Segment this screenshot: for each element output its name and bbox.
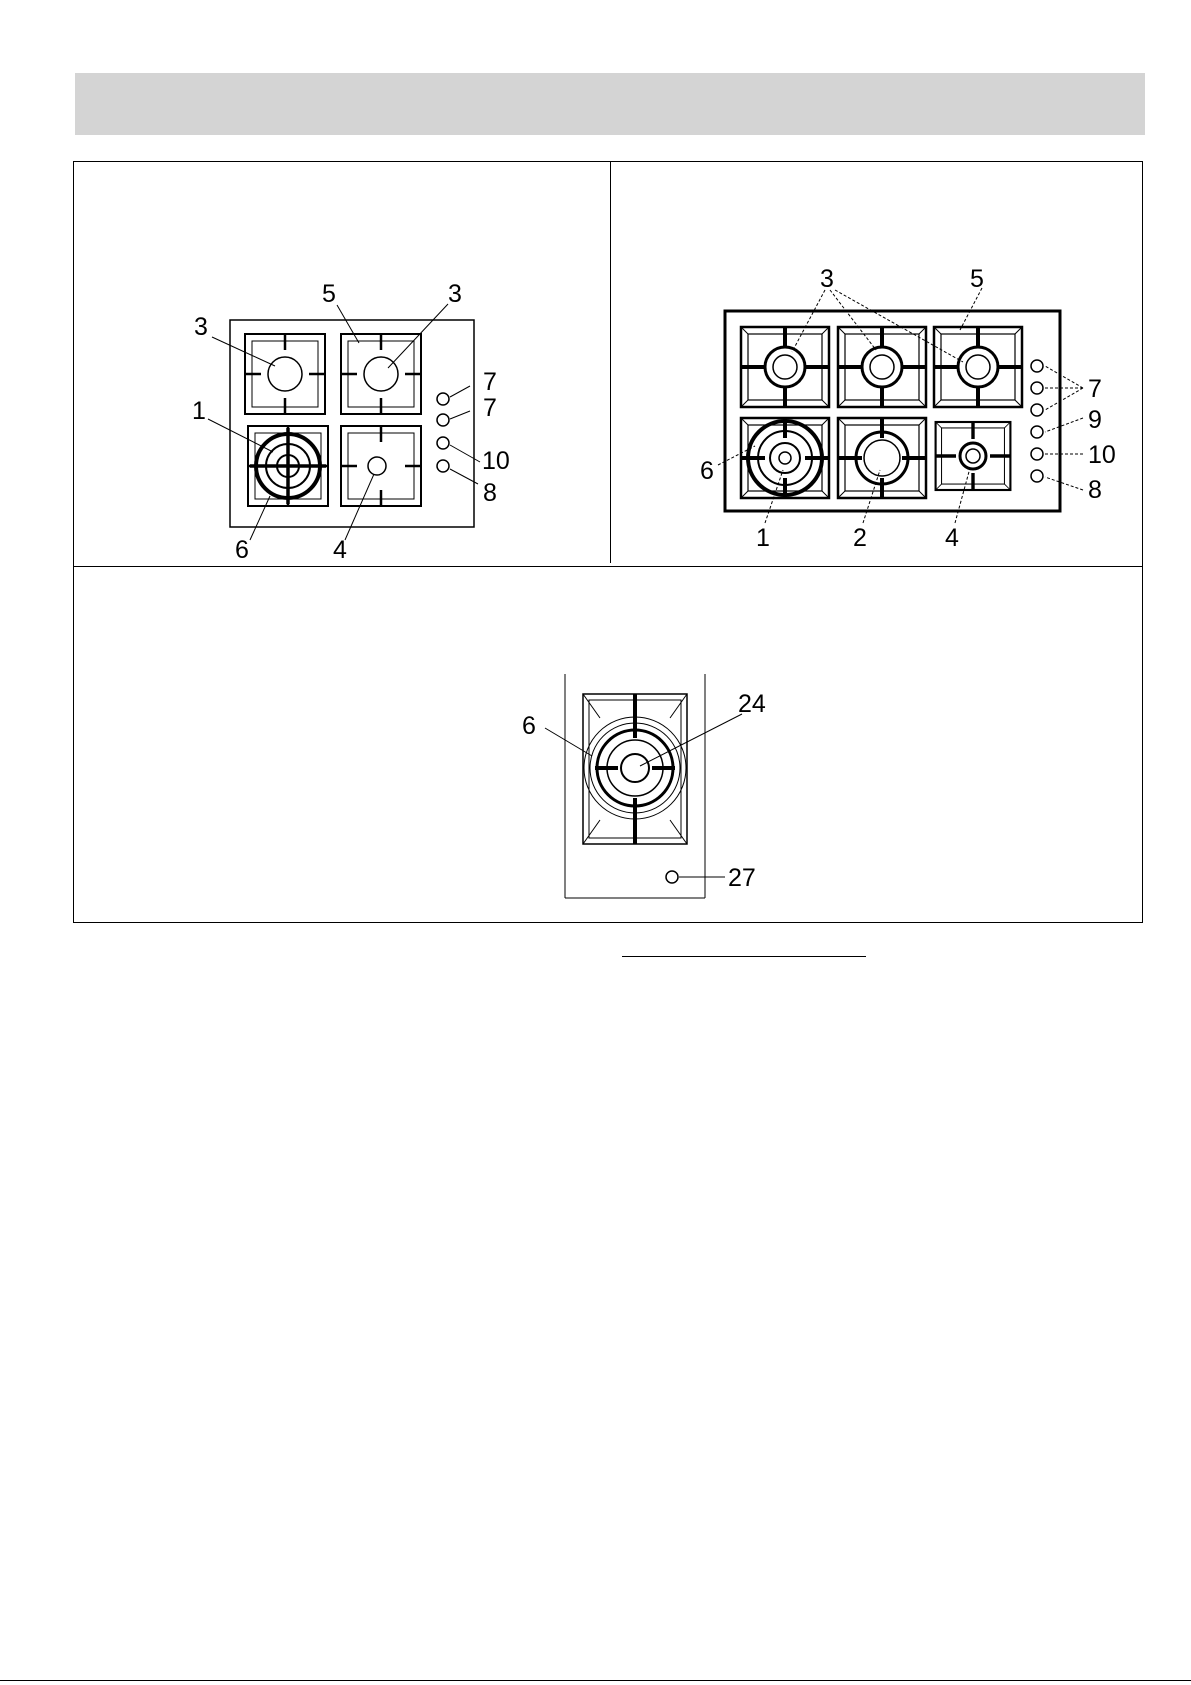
callout-8: 8 [483, 479, 497, 507]
callout-c-6: 6 [522, 712, 536, 740]
panel-c-hob [565, 674, 705, 898]
callout-1: 1 [192, 397, 206, 425]
callout-c-27: 27 [728, 864, 756, 892]
panel-b-labels: 3 5 7 9 10 8 6 1 2 4 [700, 265, 1116, 552]
callout-b-5: 5 [970, 265, 984, 293]
callout-b-1: 1 [756, 524, 770, 552]
panel-c-leaders [545, 714, 742, 877]
callout-3-left: 3 [194, 313, 208, 341]
callout-b-7: 7 [1088, 375, 1102, 403]
callout-7a: 7 [483, 368, 497, 396]
panel-b-leaders [718, 288, 1083, 523]
panel-a-labels: 3 5 3 1 7 7 10 8 6 4 [192, 280, 510, 564]
callout-5: 5 [322, 280, 336, 308]
callout-b-6: 6 [700, 457, 714, 485]
callout-b-2: 2 [853, 524, 867, 552]
callout-b-3: 3 [820, 265, 834, 293]
callout-3-right: 3 [448, 280, 462, 308]
callout-c-24: 24 [738, 690, 766, 718]
panel-a-hob [230, 320, 474, 527]
callout-b-4: 4 [945, 524, 959, 552]
callout-10: 10 [482, 447, 510, 475]
callout-b-10: 10 [1088, 441, 1116, 469]
callout-7b: 7 [483, 394, 497, 422]
callout-4: 4 [333, 536, 347, 564]
panel-b-hob [725, 311, 1060, 511]
callout-b-9: 9 [1088, 406, 1102, 434]
callout-b-8: 8 [1088, 476, 1102, 504]
callout-6: 6 [235, 536, 249, 564]
